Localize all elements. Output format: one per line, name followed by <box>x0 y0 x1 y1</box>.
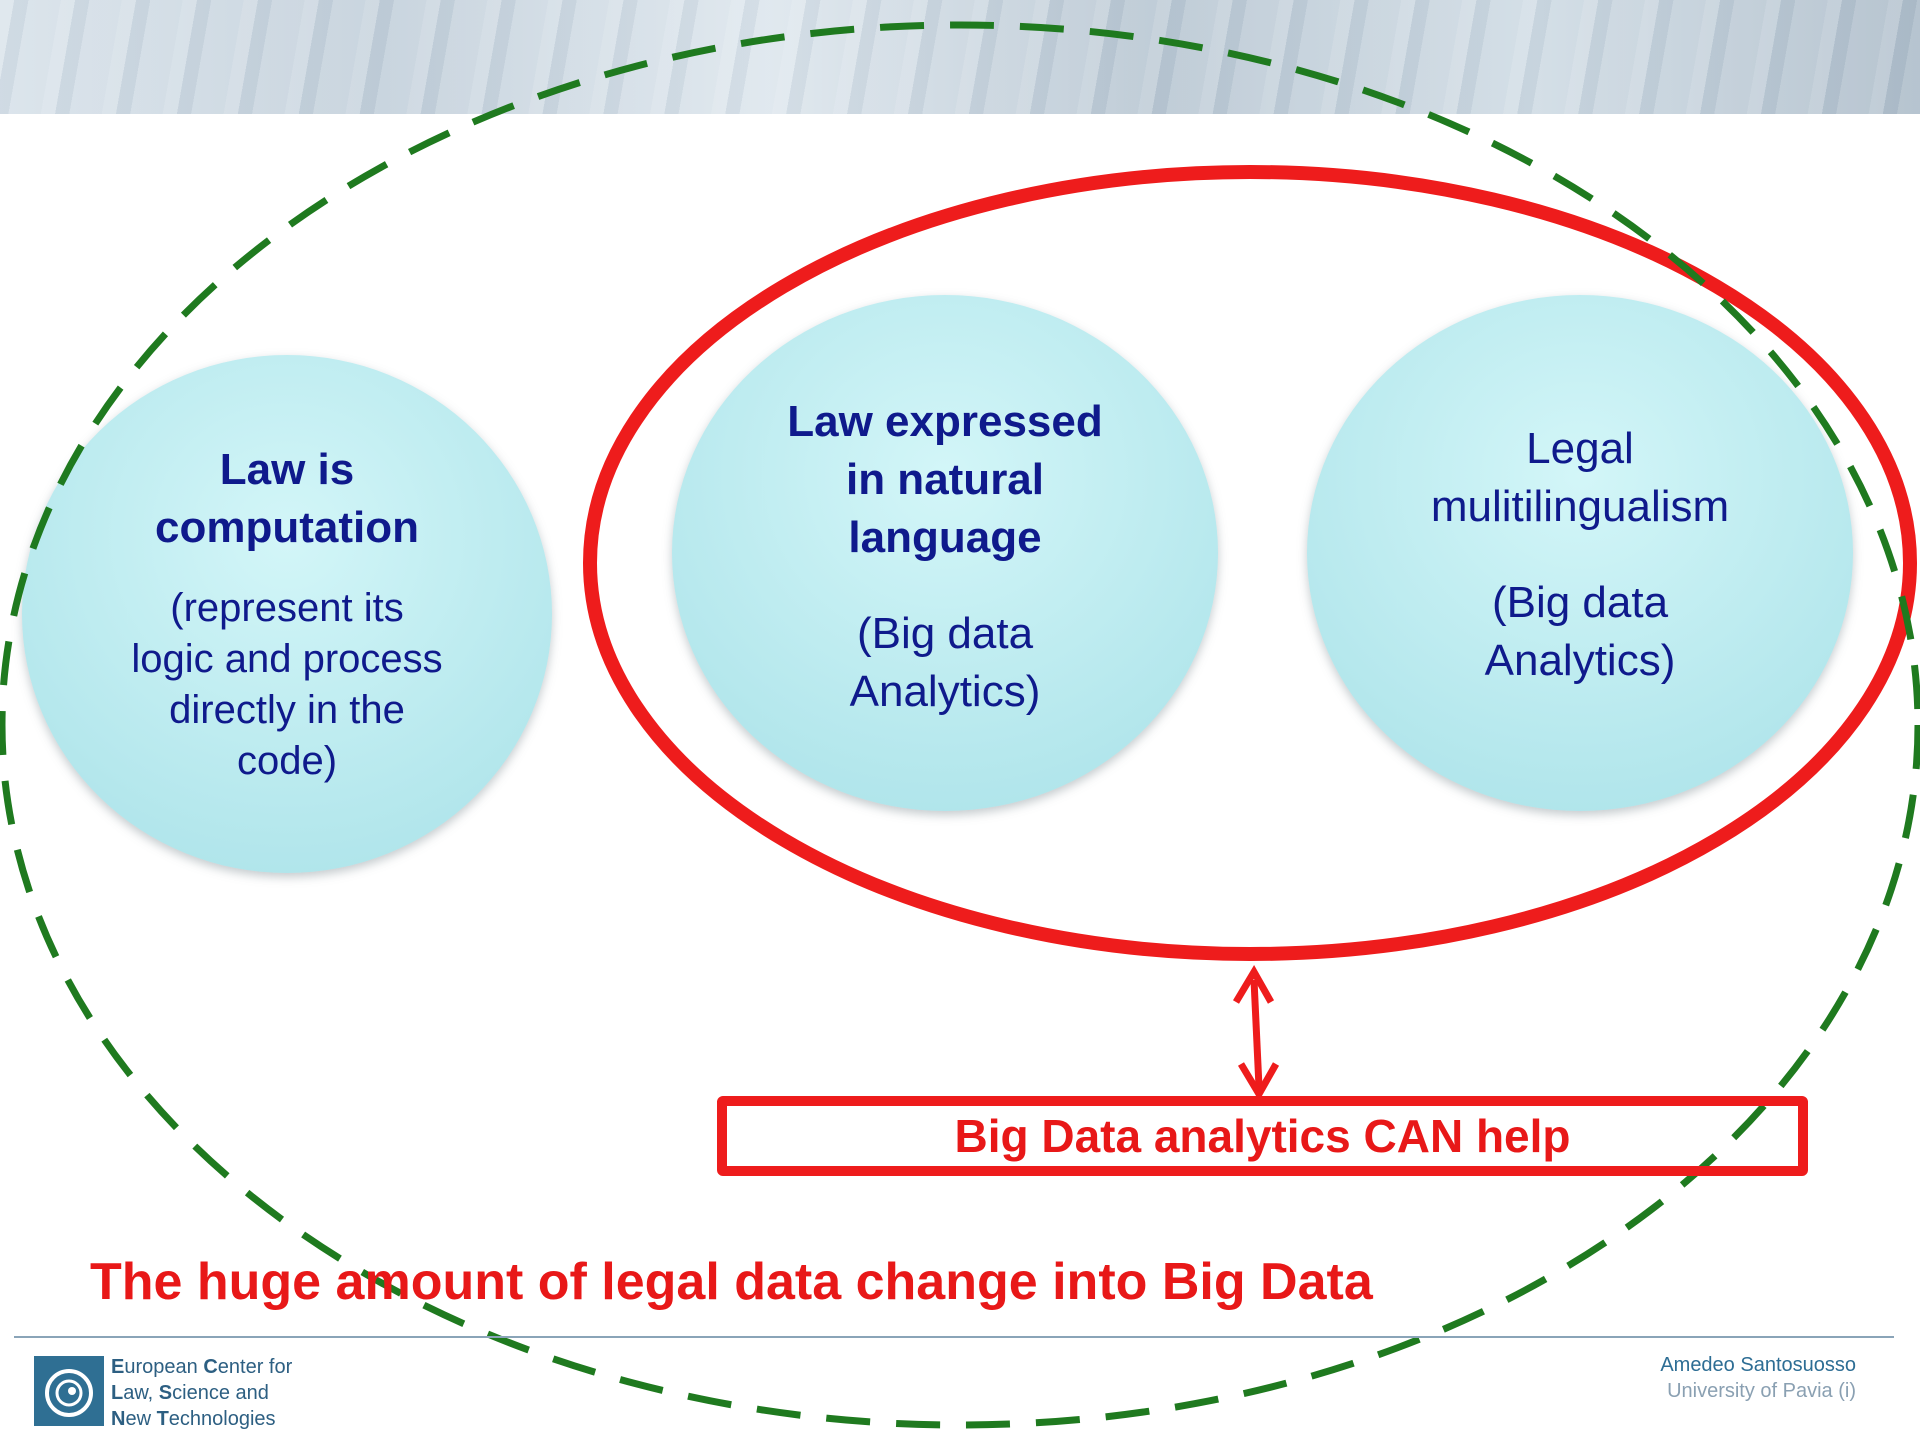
author-name: Amedeo Santosuosso <box>1660 1354 1856 1376</box>
circle-1-subtitle-line-2: logic and process <box>131 637 443 681</box>
circle-law-is-computation <box>22 355 552 873</box>
org-line-3-rest2: echnologies <box>168 1408 276 1430</box>
double-arrow-line <box>1250 979 1263 1088</box>
circle-2-subtitle-line-1: (Big data <box>856 609 1034 658</box>
org-line-2-rest2: cience and <box>172 1382 269 1404</box>
circle-3-title-line-2: mulitilingualism <box>1430 482 1730 531</box>
circle-1-subtitle-line-3: directly in the <box>169 688 405 732</box>
arrow-head-up-icon <box>1232 965 1275 1004</box>
bottom-title-text: The huge amount of legal data change int… <box>90 1253 1373 1311</box>
circle-3-text: Legal mulitilingualism (Big data Analyti… <box>1365 400 1795 710</box>
circle-2-title-line-3: language <box>848 513 1042 562</box>
org-line-2-rest: aw, <box>123 1382 159 1404</box>
circle-2-title-line-1: Law expressed <box>787 397 1103 446</box>
dashed-green-ellipse <box>0 21 1920 1429</box>
footer-rule <box>14 1336 1894 1338</box>
author-affiliation: University of Pavia (i) <box>1667 1380 1856 1402</box>
circle-2-text: Law expressed in natural language (Big d… <box>730 372 1160 742</box>
org-line-3-rest: ew <box>125 1408 157 1430</box>
red-oval-outline <box>583 165 1917 961</box>
circle-legal-multilingualism <box>1307 295 1853 811</box>
org-line-1-rest: uropean <box>124 1356 204 1378</box>
circle-1-title-line-2: computation <box>155 503 419 552</box>
header-banner-texture <box>0 0 1920 114</box>
arrow-head-down-icon <box>1237 1062 1280 1101</box>
circle-2-title-line-2: in natural <box>845 455 1045 504</box>
org-name: European Center for Law, Science and New… <box>111 1354 292 1432</box>
org-line-1-initial: E <box>111 1356 125 1378</box>
help-box: Big Data analytics CAN help <box>717 1096 1808 1176</box>
circle-1-subtitle-line-4: code) <box>236 739 338 783</box>
org-line-1: European Center for <box>111 1354 292 1380</box>
circle-3-subtitle-line-1: (Big data <box>1491 578 1669 627</box>
org-line-3-initial: N <box>111 1408 126 1430</box>
circle-1-title-line-1: Law is <box>219 445 355 494</box>
circle-2-subtitle-line-2: Analytics) <box>849 667 1041 716</box>
org-line-2-initial2: S <box>158 1382 173 1404</box>
circle-law-natural-language <box>672 295 1218 811</box>
circle-3-title-line-1: Legal <box>1526 424 1634 473</box>
circle-3-subtitle-line-2: Analytics) <box>1484 636 1676 685</box>
org-line-2-initial: L <box>111 1382 124 1404</box>
spiral-logo-icon <box>34 1356 104 1426</box>
help-box-label: Big Data analytics CAN help <box>954 1110 1571 1162</box>
org-line-3: New Technologies <box>111 1406 292 1432</box>
circle-1-text: Law is computation (represent its logic … <box>70 414 504 814</box>
bottom-title: The huge amount of legal data change int… <box>90 1252 1920 1312</box>
org-line-1-rest2: enter for <box>217 1356 293 1378</box>
circle-1-subtitle-line-1: (represent its <box>170 586 404 630</box>
header-banner <box>0 0 1920 114</box>
org-line-2: Law, Science and <box>111 1380 292 1406</box>
org-line-3-initial2: T <box>156 1408 169 1430</box>
author-block: Amedeo Santosuosso University of Pavia (… <box>1660 1352 1856 1404</box>
org-line-1-initial2: C <box>203 1356 218 1378</box>
